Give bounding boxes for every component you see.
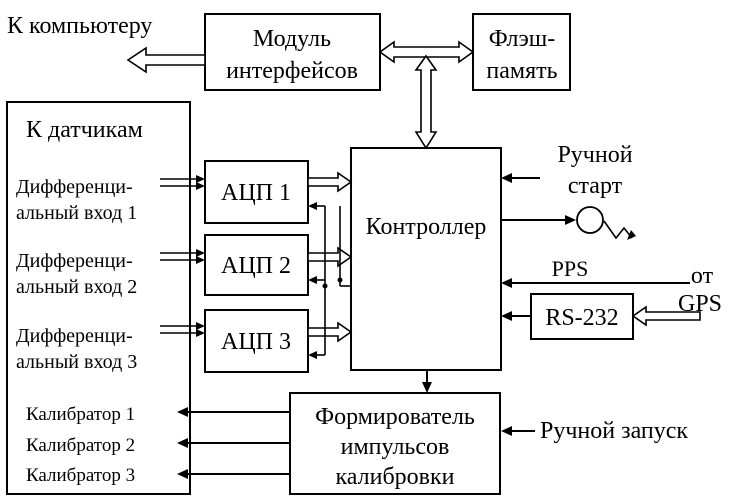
controller-former-arrow <box>422 370 432 393</box>
adc2-block <box>204 234 309 296</box>
input1-label-1: Дифференци- <box>16 176 133 198</box>
interface-module-label-1: Модуль <box>253 26 331 52</box>
adc-control-lines <box>308 202 351 359</box>
differential-input-lines <box>160 175 205 337</box>
manual-start-label-2: старт <box>568 173 623 199</box>
input2-label-1: Дифференци- <box>16 250 133 272</box>
to-computer-label: К компьютеру <box>7 13 152 39</box>
to-sensors-label: К датчикам <box>26 117 143 143</box>
manual-launch-label: Ручной запуск <box>540 418 688 444</box>
controller-label: Контроллер <box>366 214 487 240</box>
adc2-label: АЦП 2 <box>221 253 291 279</box>
to-computer-bus-arrow <box>126 46 206 74</box>
former-label-3: калибровки <box>335 464 454 490</box>
flash-memory-block <box>472 13 571 91</box>
flash-memory-label-1: Флэш- <box>489 26 556 52</box>
calibrator3-label: Калибратор 3 <box>26 465 135 486</box>
adc2-controller-arrow <box>307 246 353 268</box>
calibrator1-label: Калибратор 1 <box>26 404 135 425</box>
manual-start-label-1: Ручной <box>557 142 632 168</box>
adc3-controller-arrow <box>307 321 353 343</box>
interface-module-label-2: интерфейсов <box>226 58 358 84</box>
former-label-1: Формирователь <box>315 404 475 430</box>
controller-block <box>350 147 502 371</box>
rs232-controller-arrow <box>501 311 531 321</box>
input3-label-2: альный вход 3 <box>16 351 137 373</box>
manual-start-arrow <box>501 173 540 183</box>
module-flash-bus-arrow <box>378 40 475 64</box>
adc1-controller-arrow <box>307 171 353 193</box>
adc1-label: АЦП 1 <box>221 180 291 206</box>
former-label-2: импульсов <box>341 434 450 460</box>
rs232-label: RS-232 <box>545 305 618 331</box>
pps-arrow <box>501 278 690 288</box>
input2-label-2: альный вход 2 <box>16 276 137 298</box>
adc3-block <box>204 309 309 373</box>
rs232-block <box>530 293 634 340</box>
flash-memory-label-2: память <box>486 58 557 84</box>
gps-rs232-arrow <box>631 305 701 327</box>
input3-label-1: Дифференци- <box>16 325 133 347</box>
interface-module-block <box>204 13 381 91</box>
output-arrow <box>501 215 576 225</box>
adc3-label: АЦП 3 <box>221 329 291 355</box>
adc1-block <box>204 160 309 224</box>
lamp-icon <box>576 206 636 240</box>
calibration-output-arrows <box>177 407 290 479</box>
input1-label-2: альный вход 1 <box>16 202 137 224</box>
calibrator2-label: Калибратор 2 <box>26 435 135 456</box>
controller-bus-arrow <box>414 54 438 150</box>
sensors-block <box>6 101 191 495</box>
pps-label: PPS <box>552 256 589 281</box>
from-gps-label-1: от <box>691 263 714 289</box>
manual-launch-arrow <box>501 426 535 436</box>
